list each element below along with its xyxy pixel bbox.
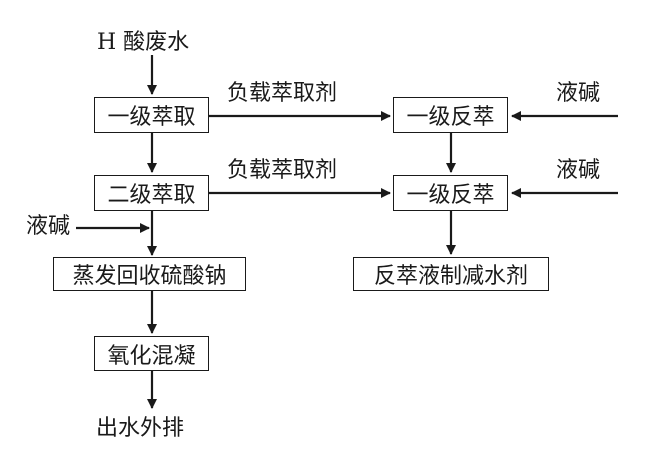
box-extract-stage1: 一级萃取 (94, 97, 209, 133)
box-oxidize-coagulate: 氧化混凝 (94, 336, 209, 371)
box-evaporate-recover: 蒸发回收硫酸钠 (53, 257, 246, 291)
loaded-extractant-label-1: 负载萃取剂 (227, 81, 338, 106)
loaded-extractant-label-2: 负载萃取剂 (227, 158, 338, 183)
output-label: 出水外排 (96, 416, 185, 441)
box-extract-stage2: 二级萃取 (94, 175, 209, 211)
alkali-label-top: 液碱 (556, 81, 601, 106)
alkali-label-mid: 液碱 (556, 158, 601, 183)
box-back-extract-2: 一级反萃 (393, 175, 508, 211)
alkali-label-left: 液碱 (26, 214, 71, 239)
box-back-extract-1: 一级反萃 (393, 97, 508, 133)
input-label: H 酸废水 (97, 30, 190, 55)
box-product: 反萃液制减水剂 (353, 257, 549, 291)
